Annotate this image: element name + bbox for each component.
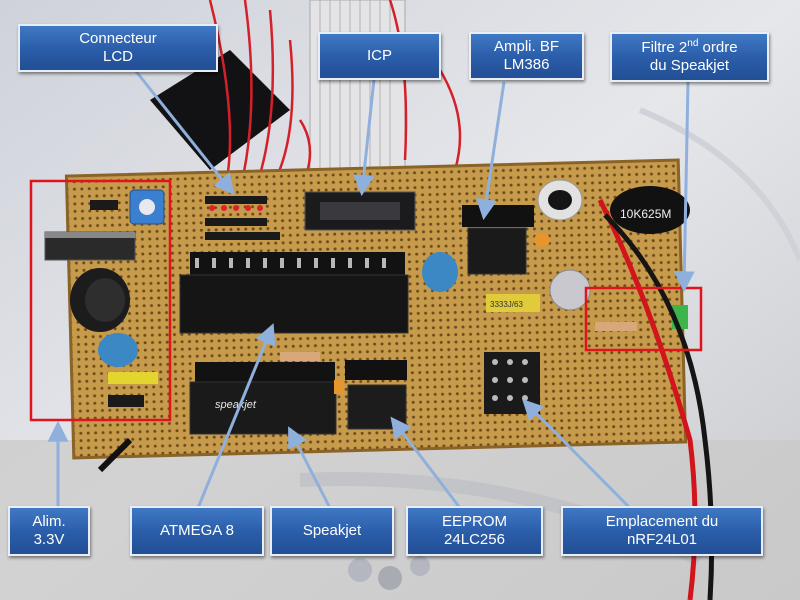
cap-yellow-text: 3333J/63 xyxy=(490,300,523,309)
heat-shrink xyxy=(150,50,290,170)
callout-atmega-line1: ATMEGA 8 xyxy=(160,522,234,539)
cap-orange xyxy=(534,233,550,247)
callout-ampli-bf: Ampli. BF LM386 xyxy=(469,32,584,80)
callout-eeprom-line1: EEPROM xyxy=(441,513,507,530)
highlight-power xyxy=(29,179,172,422)
callout-speakjet-line1: Speakjet xyxy=(302,522,362,539)
callout-icp-line1: ICP xyxy=(366,47,392,64)
callout-connecteur-lcd: Connecteur LCD xyxy=(18,24,218,72)
pot-silver xyxy=(549,269,591,311)
callout-connecteur-lcd-line1: Connecteur xyxy=(79,30,157,47)
ribbon-cable xyxy=(309,0,406,196)
lm386-chip xyxy=(467,227,527,275)
arrow-emplacement xyxy=(522,399,632,510)
speakjet-chip xyxy=(189,381,337,435)
callout-alim: Alim. 3.3V xyxy=(8,506,90,556)
arrow-icp xyxy=(353,69,377,197)
callout-icp: ICP xyxy=(318,32,441,80)
callout-emplacement: Emplacement du nRF24L01 xyxy=(561,506,763,556)
callout-filtre: Filtre 2nd ordre du Speakjet xyxy=(610,32,769,82)
filter-resistor xyxy=(595,322,637,331)
callout-speakjet: Speakjet xyxy=(270,506,394,556)
clear-wire xyxy=(638,107,800,262)
callout-alim-line2: 3.3V xyxy=(33,531,65,548)
cap-blue-small xyxy=(422,252,458,292)
lcd-header xyxy=(205,196,280,240)
jumper-wire xyxy=(97,437,133,473)
highlight-filter xyxy=(584,286,703,352)
arrow-atmega xyxy=(196,323,276,509)
arrow-filtre xyxy=(673,81,695,293)
callout-ampli-bf-line2: LM386 xyxy=(503,56,550,73)
atmega-chip xyxy=(179,274,409,334)
cap-black-label-text: 10K625M xyxy=(620,207,671,221)
callout-atmega: ATMEGA 8 xyxy=(130,506,264,556)
power-header xyxy=(90,200,118,210)
callout-arrows xyxy=(47,69,695,510)
callout-alim-line1: Alim. xyxy=(32,513,66,530)
arrow-lcd xyxy=(133,69,235,196)
arrow-ampli xyxy=(476,81,506,221)
resistor xyxy=(280,352,320,361)
eeprom-chip xyxy=(347,384,407,430)
speakjet-chip-text: speakjet xyxy=(215,399,257,411)
cap-yellow xyxy=(486,294,540,312)
callout-filtre-line1: Filtre 2nd ordre xyxy=(641,38,738,57)
callout-filtre-line2: du Speakjet xyxy=(649,57,730,74)
callout-eeprom-line2: 24LC256 xyxy=(444,531,505,548)
speakjet-socket xyxy=(195,362,335,384)
cap-black-label xyxy=(610,186,690,234)
callout-eeprom: EEPROM 24LC256 xyxy=(406,506,543,556)
callout-ampli-bf-line1: Ampli. BF xyxy=(493,38,559,55)
callout-emplacement-line2: nRF24L01 xyxy=(626,531,698,548)
arrow-eeprom xyxy=(390,416,462,509)
lm386-socket xyxy=(462,205,534,227)
arrow-speakjet xyxy=(288,426,332,509)
electrolytic-cap-blue xyxy=(98,333,138,367)
callout-connecteur-lcd-line2: LCD xyxy=(102,48,133,65)
screw xyxy=(348,558,372,582)
callout-emplacement-line1: Emplacement du xyxy=(605,513,719,530)
cap-orange-2 xyxy=(334,380,344,394)
